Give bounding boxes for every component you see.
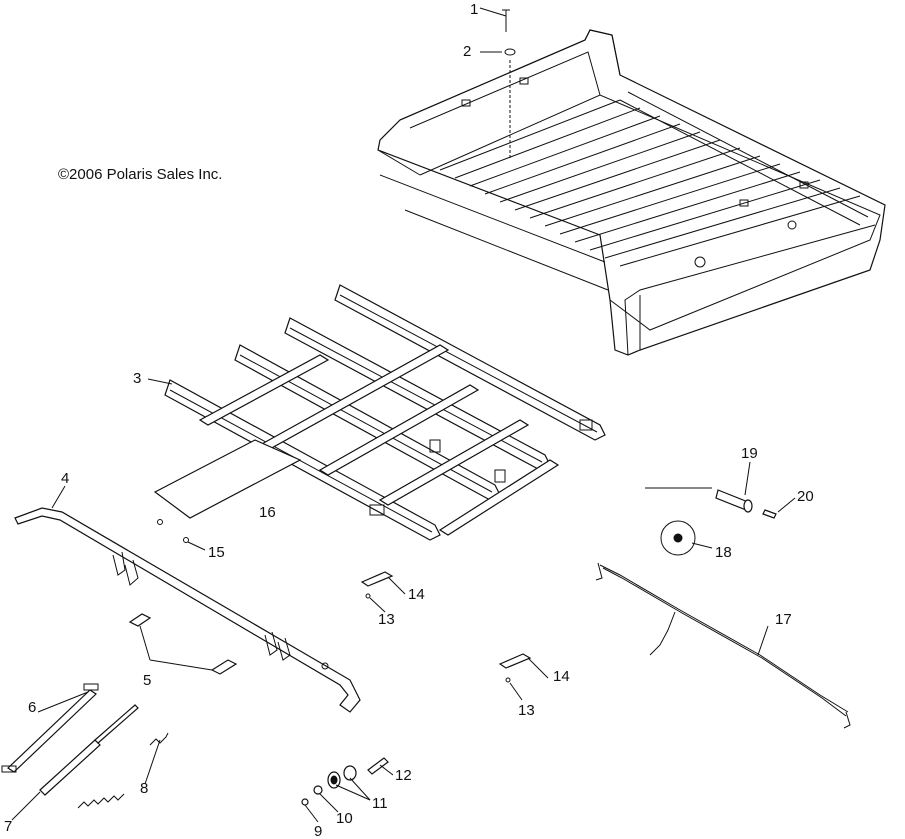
callout-14b: 14	[553, 668, 570, 685]
callout-2: 2	[463, 43, 472, 60]
part-18	[660, 520, 696, 556]
part-11b	[343, 765, 357, 781]
part-13b	[505, 677, 511, 683]
callout-18: 18	[715, 544, 732, 561]
callout-19: 19	[741, 445, 758, 462]
part-8	[77, 793, 125, 809]
side-bar	[14, 507, 361, 713]
part-14b	[498, 653, 532, 669]
part-20	[762, 509, 777, 519]
callout-20: 20	[797, 488, 814, 505]
callout-11: 11	[372, 795, 388, 812]
part-10	[313, 785, 323, 795]
callout-6: 6	[28, 699, 37, 716]
callout-4: 4	[61, 470, 70, 487]
callout-10: 10	[336, 810, 353, 827]
part-9	[301, 798, 309, 806]
release-cable	[599, 564, 849, 713]
callout-8: 8	[140, 780, 149, 797]
part-7	[39, 739, 101, 796]
callout-9: 9	[314, 823, 323, 839]
leader-lines	[11, 7, 796, 823]
frame-assembly	[164, 284, 606, 541]
part-5a	[128, 613, 152, 627]
callout-14a: 14	[408, 586, 425, 603]
part-12	[367, 757, 389, 775]
cargo-box	[377, 29, 886, 356]
callout-15: 15	[208, 544, 225, 561]
callout-13b: 13	[518, 702, 535, 719]
part-19	[715, 489, 749, 511]
part-5b	[210, 659, 238, 675]
callout-17: 17	[775, 611, 792, 628]
callout-12: 12	[395, 767, 412, 784]
callout-7: 7	[4, 818, 13, 835]
callout-13a: 13	[378, 611, 395, 628]
callout-5: 5	[143, 672, 152, 689]
skid-plate	[153, 439, 302, 519]
part-6	[7, 689, 97, 773]
part-13a	[365, 593, 371, 599]
callout-1: 1	[470, 1, 479, 18]
copyright-notice: ©2006 Polaris Sales Inc.	[58, 166, 223, 183]
callout-16: 16	[259, 504, 276, 521]
callout-3: 3	[133, 370, 142, 387]
part-14a	[360, 571, 394, 587]
part-15	[157, 519, 163, 525]
